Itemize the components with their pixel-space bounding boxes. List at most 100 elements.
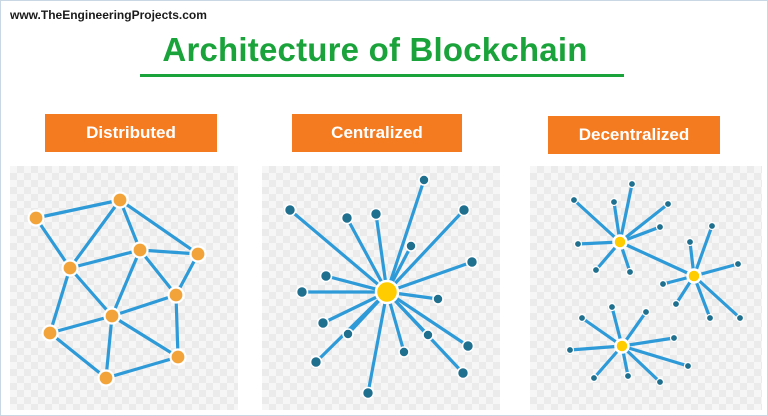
distributed-network [27,191,207,387]
edge [580,316,624,348]
edge [366,290,389,395]
node [589,373,599,383]
node [625,267,635,277]
title-underline [140,74,624,77]
label-distributed: Distributed [45,114,217,152]
node [111,191,129,209]
edge [620,344,690,368]
node [663,199,673,209]
node [167,286,185,304]
node [655,377,665,387]
edge [138,248,200,256]
node [671,299,681,309]
node [707,221,717,231]
label-distributed-text: Distributed [86,123,176,142]
edge [68,198,122,270]
centralized-network [283,174,479,400]
node [457,203,471,217]
node [432,293,444,305]
node [319,269,333,283]
node [97,369,115,387]
edge [68,248,142,270]
node [189,245,207,263]
edge [48,331,108,380]
node [461,339,475,353]
node [577,313,587,323]
edge [618,182,634,244]
edge [385,208,466,294]
label-decentralized-text: Decentralized [578,125,690,144]
edge [385,260,474,294]
node [627,179,637,189]
edge [34,198,122,220]
site-url: www.TheEngineeringProjects.com [10,8,207,22]
edge [104,314,114,380]
edge [572,198,622,244]
node [735,313,745,323]
node [669,333,679,343]
page-title: Architecture of Blockchain [162,31,588,68]
node [131,241,149,259]
node [369,207,383,221]
node [61,259,79,277]
edge [314,290,389,364]
node [283,203,297,217]
node [169,348,187,366]
node [361,386,375,400]
node [591,265,601,275]
edge [118,198,200,256]
hub-node [612,234,628,250]
title-bar: Architecture of Blockchain [125,22,625,78]
edge [618,202,670,244]
node [658,279,668,289]
node [623,371,633,381]
edge [138,248,178,297]
edge [110,314,180,359]
edge [385,290,470,348]
node [41,324,59,342]
edge [174,293,180,359]
node [655,222,665,232]
node [609,197,619,207]
edge [288,208,389,294]
edge [620,336,676,348]
node [705,313,715,323]
edge [692,274,742,320]
node [27,209,45,227]
edge [385,178,426,294]
edge [34,216,72,270]
edge [48,266,72,335]
hub-node [614,338,630,354]
node [733,259,743,269]
edge [620,344,662,384]
node [316,316,330,330]
edge [618,240,696,278]
label-centralized-text: Centralized [331,123,423,142]
node [342,328,354,340]
node [418,174,430,186]
node [565,345,575,355]
node [641,307,651,317]
node [398,346,410,358]
edge [68,266,114,318]
node [405,240,417,252]
hub-node [686,268,702,284]
edge [568,344,624,352]
node [340,211,354,225]
node [309,355,323,369]
decentralized-network [565,179,745,387]
node [685,237,695,247]
node [295,285,309,299]
node [607,302,617,312]
edge [374,212,389,294]
node [422,329,434,341]
label-centralized: Centralized [292,114,462,152]
edge [104,355,180,380]
node [465,255,479,269]
node [103,307,121,325]
edge [110,293,178,318]
edge [48,314,114,335]
label-decentralized: Decentralized [548,116,720,154]
edge [110,248,142,318]
